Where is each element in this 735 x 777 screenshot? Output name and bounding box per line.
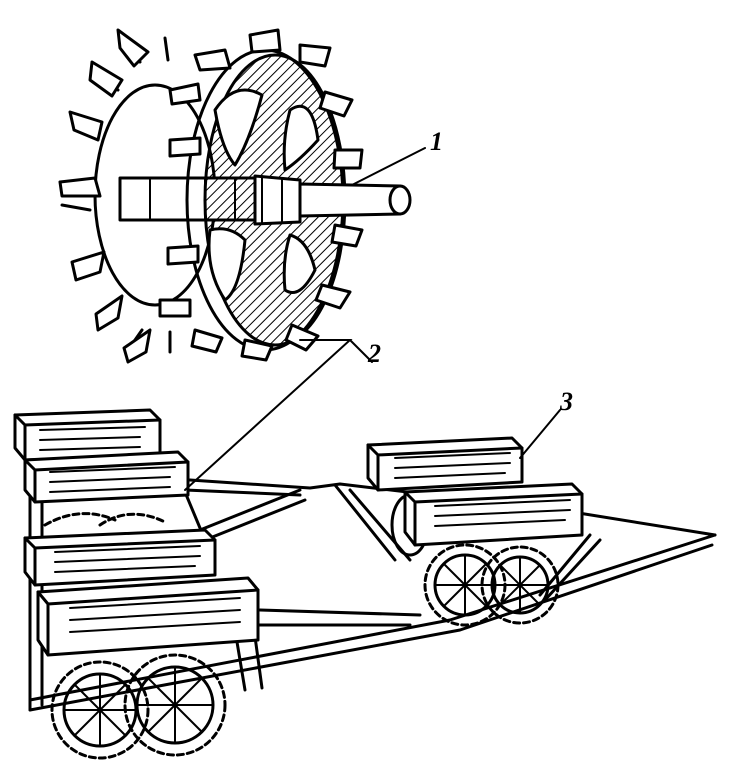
callout-labels: 1 2 3 xyxy=(367,127,573,416)
callout-label-2: 2 xyxy=(367,339,381,368)
right-hoppers xyxy=(366,436,584,547)
left-packer-wheels xyxy=(43,512,227,760)
callout-leaders xyxy=(184,147,561,491)
callout-label-1: 1 xyxy=(430,127,443,156)
callout-label-3: 3 xyxy=(559,387,573,416)
hopper-4 xyxy=(36,576,260,657)
right-packer-wheels xyxy=(390,493,560,627)
hopper-6 xyxy=(403,482,584,547)
leader-3 xyxy=(519,409,561,459)
hopper-1 xyxy=(13,408,162,462)
leader-2-tick xyxy=(349,339,373,363)
left-hoppers xyxy=(13,408,260,657)
hopper-3 xyxy=(23,528,217,587)
hopper-2 xyxy=(23,450,190,504)
leader-1 xyxy=(351,147,426,186)
back-wheel xyxy=(57,28,253,364)
spiked-wheel-detail xyxy=(57,28,412,364)
axle-shaft xyxy=(253,174,412,226)
leader-2 xyxy=(184,339,353,491)
hopper-5 xyxy=(366,436,524,492)
